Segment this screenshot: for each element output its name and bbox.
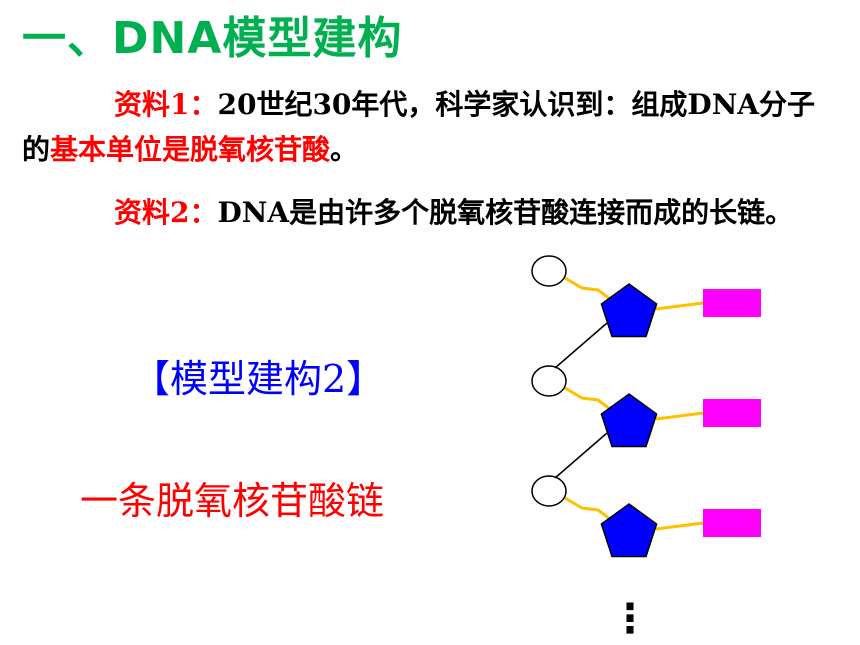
nucleotide-chain-label: 一条脱氧核苷酸链 — [80, 479, 385, 523]
sugar-base-bond — [655, 521, 704, 531]
model-building-label: 【模型建构2】 — [132, 357, 385, 401]
backbone-link — [554, 322, 608, 369]
material-1-highlight: 基本单位是脱氧核苷酸 — [50, 133, 331, 166]
deoxyribose-pentagon — [600, 503, 658, 558]
base-rectangle — [703, 509, 761, 537]
phosphate-sugar-bond — [564, 276, 611, 301]
deoxyribose-pentagon — [600, 393, 658, 448]
material-1-end: 。 — [330, 133, 359, 166]
phosphate-sugar-bond — [564, 496, 611, 521]
material-1-label: 资料1： — [114, 88, 218, 121]
deoxyribose-pentagon — [600, 283, 658, 338]
material-2-paragraph: 资料2：DNA是由许多个脱氧核苷酸连接而成的长链。 — [22, 190, 837, 235]
phosphate-circle — [531, 475, 567, 507]
page-title: 一、DNA模型建构 — [22, 13, 403, 64]
continuation-dots: ⋮ — [610, 596, 650, 642]
sugar-base-bond — [655, 301, 704, 311]
phosphate-circle — [531, 365, 567, 397]
material-1-text: 20世纪30年代，科学家认识到：组成DNA分子的 — [22, 88, 816, 166]
base-rectangle — [703, 399, 761, 427]
material-2-label: 资料2： — [114, 196, 218, 229]
backbone-link — [554, 432, 608, 479]
material-2-text: DNA是由许多个脱氧核苷酸连接而成的长链。 — [217, 196, 794, 229]
material-1-paragraph: 资料1：20世纪30年代，科学家认识到：组成DNA分子的基本单位是脱氧核苷酸。 — [22, 82, 837, 172]
phosphate-circle — [531, 255, 567, 287]
sugar-base-bond — [655, 411, 704, 421]
phosphate-sugar-bond — [564, 386, 611, 411]
base-rectangle — [703, 289, 761, 317]
